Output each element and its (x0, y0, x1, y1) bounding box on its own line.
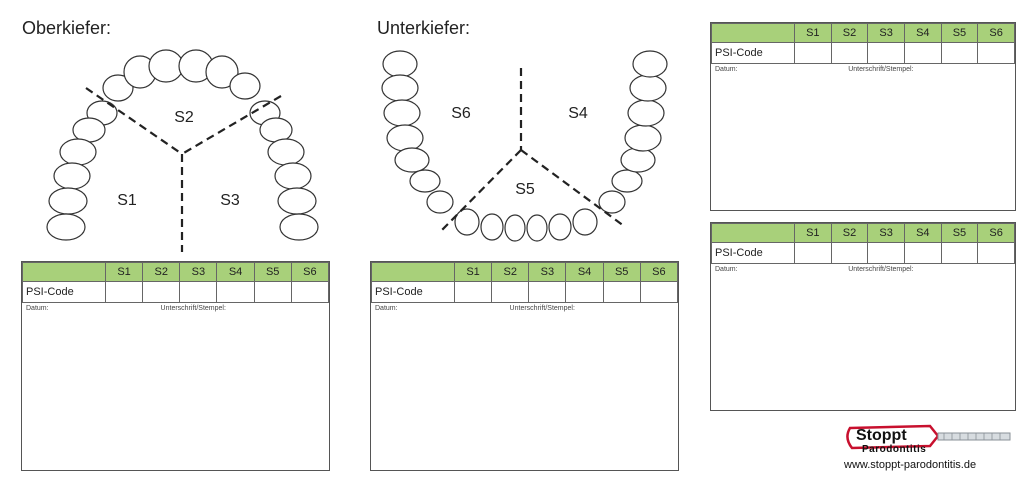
psi-input-s5[interactable] (602, 281, 641, 303)
column-header-s1: S1 (794, 223, 832, 243)
psi-input-s4[interactable] (903, 42, 942, 64)
lower-jaw-teeth (381, 50, 668, 242)
psi-input-s6[interactable] (977, 42, 1015, 64)
column-header-s5: S5 (602, 262, 641, 282)
column-header-s3: S3 (528, 262, 567, 282)
psi-input-s5[interactable] (940, 42, 979, 64)
date-label: Datum: (26, 305, 49, 312)
psi-table: S1 S2 S3 S4 S5 S6 PSI-Code (22, 262, 330, 303)
date-label: Datum: (715, 266, 738, 273)
psi-input-s6[interactable] (290, 281, 330, 303)
signature-row: Datum: Unterschrift/Stempel: (371, 303, 678, 314)
psi-input-s1[interactable] (794, 242, 832, 264)
psi-input-s2[interactable] (142, 281, 181, 303)
logo-name: Stoppt (856, 427, 907, 444)
signature-row: Datum: Unterschrift/Stempel: (22, 303, 329, 314)
psi-table: S1 S2 S3 S4 S5 S6 PSI-Code (711, 223, 1015, 264)
column-header-s1: S1 (453, 262, 493, 282)
column-header-s3: S3 (179, 262, 218, 282)
dental-diagram: S1 S2 S3 S6 S4 S5 (46, 49, 668, 252)
psi-table: S1 S2 S3 S4 S5 S6 PSI-Code (711, 23, 1015, 64)
signature-row: Datum: Unterschrift/Stempel: (711, 264, 1015, 275)
column-header-s6: S6 (977, 223, 1015, 243)
psi-form-right-top: S1 S2 S3 S4 S5 S6 PSI-Code Datum: Unters… (710, 22, 1016, 211)
zone-label-s4: S4 (568, 105, 588, 122)
psi-input-s6[interactable] (977, 242, 1015, 264)
psi-input-s4[interactable] (565, 281, 604, 303)
zone-label-s2: S2 (174, 109, 194, 126)
psi-input-s1[interactable] (794, 42, 832, 64)
column-header-s2: S2 (491, 262, 530, 282)
psi-code-label: PSI-Code (711, 242, 795, 264)
column-header-s4: S4 (565, 262, 604, 282)
column-header-s2: S2 (830, 23, 869, 43)
lower-jaw-title: Unterkiefer: (377, 18, 471, 38)
signature-label: Unterschrift/Stempel: (848, 266, 914, 273)
column-header-s5: S5 (940, 223, 979, 243)
column-header-s5: S5 (940, 23, 979, 43)
website-url[interactable]: www.stoppt-parodontitis.de (844, 459, 977, 471)
column-header-s3: S3 (867, 223, 905, 243)
date-label: Datum: (715, 66, 738, 73)
psi-input-s5[interactable] (253, 281, 292, 303)
upper-jaw-title: Oberkiefer: (22, 18, 112, 38)
zone-label-s3: S3 (220, 192, 240, 209)
psi-input-s4[interactable] (216, 281, 255, 303)
zone-label-s1: S1 (117, 192, 137, 209)
upper-jaw-dividers (85, 87, 282, 252)
column-header-s4: S4 (216, 262, 255, 282)
psi-input-s3[interactable] (867, 242, 905, 264)
psi-form-right-bottom: S1 S2 S3 S4 S5 S6 PSI-Code Datum: Unters… (710, 222, 1016, 411)
psi-input-s1[interactable] (453, 281, 493, 303)
psi-input-s5[interactable] (940, 242, 979, 264)
psi-form-upper: S1 S2 S3 S4 S5 S6 PSI-Code Datum: Unters… (21, 261, 330, 471)
column-header-s2: S2 (142, 262, 181, 282)
signature-label: Unterschrift/Stempel: (848, 66, 914, 73)
psi-input-s6[interactable] (639, 281, 679, 303)
column-header-s6: S6 (977, 23, 1015, 43)
psi-input-s2[interactable] (491, 281, 530, 303)
column-header-s5: S5 (253, 262, 292, 282)
logo-probe-icon (846, 424, 1011, 450)
lower-jaw-dividers (439, 68, 625, 233)
column-header-s6: S6 (290, 262, 330, 282)
logo-subtitle: Parodontitis (862, 444, 927, 455)
psi-code-label: PSI-Code (371, 281, 455, 303)
signature-label: Unterschrift/Stempel: (509, 305, 575, 312)
column-header-s3: S3 (867, 23, 905, 43)
psi-code-label: PSI-Code (22, 281, 106, 303)
psi-form-lower: S1 S2 S3 S4 S5 S6 PSI-Code Datum: Unters… (370, 261, 679, 471)
psi-input-s3[interactable] (867, 42, 905, 64)
column-header-s4: S4 (903, 23, 942, 43)
zone-label-s5: S5 (515, 181, 535, 198)
psi-code-label: PSI-Code (711, 42, 795, 64)
stoppt-parodontitis-logo: Stoppt Parodontitis www.stoppt-parodonti… (842, 422, 1017, 472)
psi-input-s3[interactable] (528, 281, 567, 303)
column-header-s6: S6 (639, 262, 679, 282)
zone-label-s6: S6 (451, 105, 471, 122)
signature-label: Unterschrift/Stempel: (160, 305, 226, 312)
psi-input-s4[interactable] (903, 242, 942, 264)
column-header-s1: S1 (794, 23, 832, 43)
psi-input-s3[interactable] (179, 281, 218, 303)
signature-row: Datum: Unterschrift/Stempel: (711, 64, 1015, 75)
column-header-s2: S2 (830, 223, 869, 243)
psi-input-s2[interactable] (830, 242, 869, 264)
upper-jaw-teeth (46, 49, 319, 241)
psi-input-s1[interactable] (104, 281, 144, 303)
date-label: Datum: (375, 305, 398, 312)
column-header-s4: S4 (903, 223, 942, 243)
psi-table: S1 S2 S3 S4 S5 S6 PSI-Code (371, 262, 679, 303)
column-header-s1: S1 (104, 262, 144, 282)
psi-input-s2[interactable] (830, 42, 869, 64)
